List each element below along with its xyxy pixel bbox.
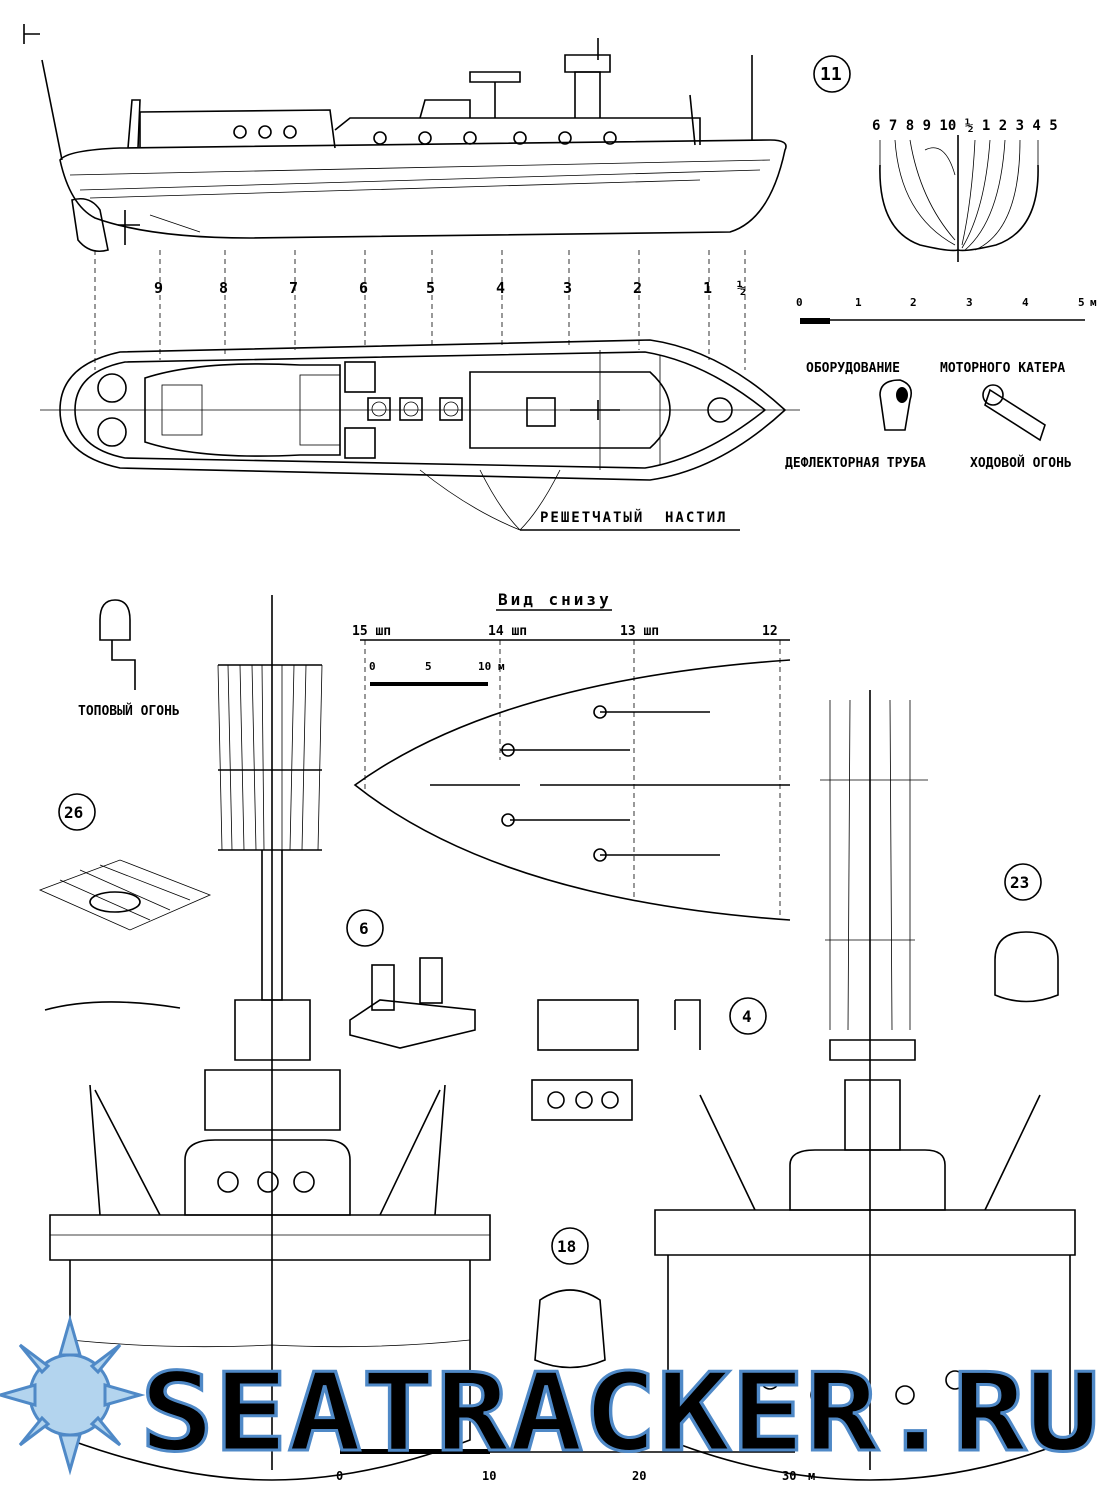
svg-text:10: 10 bbox=[478, 660, 491, 673]
frame-13: 13 шп bbox=[620, 624, 659, 639]
watermark: SEATRACKER.RU bbox=[0, 1314, 1102, 1478]
svg-text:2: 2 bbox=[910, 296, 917, 309]
boat-scale-bar: 0 1 2 3 4 5 м bbox=[796, 296, 1097, 324]
boat-side-view bbox=[23, 24, 787, 370]
svg-text:6: 6 bbox=[359, 919, 369, 938]
frame-15: 15 шп bbox=[352, 624, 391, 639]
station-3: 3 bbox=[563, 279, 572, 297]
deflector-pipe-icon bbox=[879, 379, 913, 431]
station-lines bbox=[94, 250, 746, 370]
boat-plan-view bbox=[40, 339, 800, 481]
station-8: 8 bbox=[219, 279, 228, 297]
svg-text:0: 0 bbox=[796, 296, 803, 309]
body-plan-right-stations: ½ 1 2 3 4 5 bbox=[965, 118, 1058, 134]
station-5: 5 bbox=[426, 279, 435, 297]
running-light-icon bbox=[982, 384, 1046, 442]
figure-4: 4 bbox=[531, 997, 767, 1121]
svg-text:26: 26 bbox=[64, 803, 83, 822]
svg-text:20: 20 bbox=[632, 1469, 646, 1483]
svg-text:5: 5 bbox=[1078, 296, 1085, 309]
svg-text:м: м bbox=[498, 660, 505, 673]
masthead-light: ТОПОВЫЙ ОГОНЬ bbox=[78, 599, 180, 719]
svg-text:3: 3 bbox=[966, 296, 973, 309]
equipment-item-running-light: ХОДОВОЙ ОГОНЬ bbox=[970, 455, 1072, 471]
masthead-light-label: ТОПОВЫЙ ОГОНЬ bbox=[78, 703, 180, 719]
sun-logo-icon bbox=[0, 1314, 146, 1476]
equipment-title-right: МОТОРНОГО КАТЕРА bbox=[940, 361, 1065, 376]
main-scale-bar: 0 10 20 30 м bbox=[336, 1449, 815, 1483]
stern-view-left bbox=[49, 595, 491, 1481]
portholes bbox=[233, 125, 617, 145]
grating-label-word1: РЕШЕТЧАТЫЙ bbox=[540, 509, 644, 526]
svg-text:4: 4 bbox=[1022, 296, 1029, 309]
equipment-block: ОБОРУДОВАНИЕ МОТОРНОГО КАТЕРА ДЕФЛЕКТОРН… bbox=[785, 361, 1072, 471]
svg-text:5: 5 bbox=[425, 660, 432, 673]
stern-view-right bbox=[654, 690, 1076, 1481]
figure-number-11: 11 bbox=[820, 64, 842, 85]
station-4: 4 bbox=[496, 279, 505, 297]
station-1: 1 bbox=[703, 279, 712, 297]
watermark-text: SEATRACKER.RU bbox=[140, 1351, 1100, 1476]
svg-text:м: м bbox=[1090, 296, 1097, 309]
station-half: ½ bbox=[737, 279, 746, 297]
svg-text:0: 0 bbox=[369, 660, 376, 673]
figure-23: 23 bbox=[994, 863, 1059, 1003]
body-plan-left-stations: 6 7 8 9 10 bbox=[872, 118, 956, 134]
station-7: 7 bbox=[289, 279, 298, 297]
svg-text:1: 1 bbox=[855, 296, 862, 309]
station-2: 2 bbox=[633, 279, 642, 297]
station-9: 9 bbox=[154, 279, 163, 297]
svg-text:23: 23 bbox=[1010, 873, 1029, 892]
figure-18: 18 bbox=[534, 1227, 606, 1369]
svg-text:10: 10 bbox=[482, 1469, 496, 1483]
svg-text:4: 4 bbox=[742, 1007, 752, 1026]
bottom-view: Вид снизу 15 шп 14 шп 13 шп 12 0 5 10 м bbox=[352, 590, 791, 921]
svg-text:18: 18 bbox=[557, 1237, 576, 1256]
propeller-shafts bbox=[430, 705, 790, 862]
figure-26: 26 bbox=[38, 793, 212, 1011]
grating-label-word2: НАСТИЛ bbox=[665, 510, 728, 526]
body-plan: 6 7 8 9 10 ½ 1 2 3 4 5 bbox=[872, 118, 1058, 262]
frame-14: 14 шп bbox=[488, 624, 527, 639]
equipment-title-left: ОБОРУДОВАНИЕ bbox=[806, 361, 900, 376]
svg-text:30: 30 bbox=[782, 1469, 796, 1483]
figure-number-11-circle bbox=[813, 55, 851, 93]
svg-text:м: м bbox=[808, 1469, 815, 1483]
svg-text:0: 0 bbox=[336, 1469, 343, 1483]
equipment-item-deflector: ДЕФЛЕКТОРНАЯ ТРУБА bbox=[785, 456, 926, 471]
frame-12: 12 bbox=[762, 624, 778, 639]
station-6: 6 bbox=[359, 279, 368, 297]
station-numbers: 9 8 7 6 5 4 3 2 1 ½ bbox=[154, 279, 746, 297]
figure-6: 6 bbox=[346, 909, 476, 1049]
grating-callout: РЕШЕТЧАТЫЙ НАСТИЛ bbox=[419, 469, 740, 531]
bottom-view-title: Вид снизу bbox=[498, 590, 612, 609]
